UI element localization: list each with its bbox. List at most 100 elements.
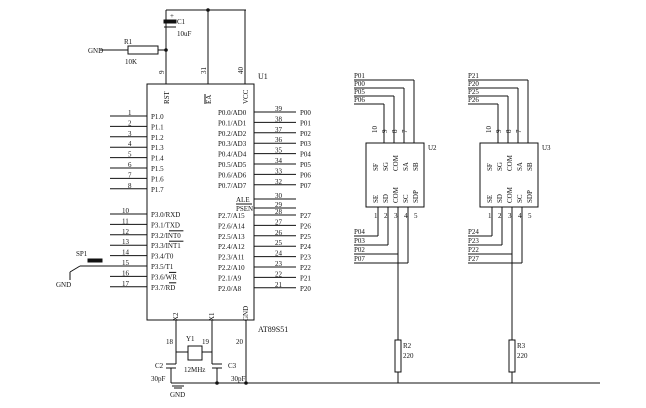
y1-ref: Y1 [186,335,195,343]
u1-p3-pin-name: P3.6/WR [151,273,177,281]
display-top-seg: SB [526,162,534,171]
gnd-bottom-label: GND [170,391,185,399]
display-top-seg: SA [402,162,410,171]
u1-part-label: AT89S51 [258,325,288,334]
display-bottom-seg: SE [486,195,494,203]
u1-p0-pin-num: 33 [275,167,283,175]
u1-bottom-pin-num: 18 [166,338,174,346]
u1-p1-pin-num: 4 [128,140,132,148]
y1-crystal [187,345,203,361]
c3-ref: C3 [228,362,237,370]
u1-p0-pin-name: P0.2/AD2 [218,130,247,138]
display-bottom-pin-num: 1 [488,212,492,220]
r1-ref: R1 [124,38,133,46]
u1-p1-pin-num: 5 [128,151,132,159]
u1-p2-net-label: P21 [300,274,311,282]
r1-body [127,45,159,55]
junction-dot [215,381,219,385]
junction-dot [164,48,168,52]
u1-p1-pin-name: P1.1 [151,123,164,131]
display-net-label: P24 [468,228,479,236]
u1-p0-pin-num: 32 [275,178,283,186]
display-bottom-pin-num: 2 [384,212,388,220]
u1-p1-pin-num: 8 [128,182,132,190]
display-resistor-ref: R2 [403,342,412,350]
display-top-seg: COM [506,154,514,171]
junction-dot [244,381,248,385]
u1-p3-pin-num: 12 [122,228,130,236]
u1-p2-net-label: P27 [300,212,311,220]
u1-p2-pin-num: 28 [275,208,283,216]
display-net-label: P27 [468,255,479,263]
c2-ref: C2 [155,362,164,370]
u1-p3-pin-num: 10 [122,207,130,215]
u1-p0-pin-name: P0.1/AD1 [218,119,247,127]
u1-p1-pin-name: P1.6 [151,175,164,183]
u1-p1-pin-name: P1.0 [151,113,164,121]
display-top-pin-num: 8 [505,129,513,133]
sp1-lever [69,265,81,273]
u1-p1-pin-name: P1.5 [151,165,164,173]
junction-dot [206,8,210,12]
display-net-label: P04 [354,228,365,236]
u1-p2-pin-name: P2.4/A12 [218,243,245,251]
u1-p0-pin-name: P0.5/AD5 [218,161,247,169]
display-bottom-seg: SD [382,194,390,203]
u1-body [146,83,255,321]
display-net-label: P07 [354,255,365,263]
u1-p0-pin-name: P0.0/AD0 [218,109,247,117]
u1-p3-pin-num: 14 [122,249,130,257]
display-top-pin-num: 10 [485,126,493,134]
display-bottom-seg: SDP [412,190,420,203]
u1-p0-pin-num: 38 [275,115,283,123]
display-bottom-seg: COM [392,186,400,203]
display-top-seg: SA [516,162,524,171]
u1-p0-net-label: P06 [300,171,311,179]
u1-p0-net-label: P07 [300,182,311,190]
display-top-seg: SF [372,163,380,171]
display-ref: U3 [542,144,551,152]
display-net-label: P02 [354,246,365,254]
display-top-pin-num: 7 [515,129,523,133]
u1-p0-pin-name: P0.7/AD7 [218,182,247,190]
u1-p3-pin-num: 11 [122,217,129,225]
display-bottom-seg: SDP [526,190,534,203]
u1-p2-pin-name: P2.3/A11 [218,254,245,262]
u1-top-pin-num: 31 [200,67,208,75]
u1-p2-net-label: P26 [300,222,311,230]
display-net-label: P23 [468,237,479,245]
display-top-pin-num: 7 [401,129,409,133]
display-bottom-pin-num: 5 [414,212,418,220]
display-top-pin-num: 9 [381,129,389,133]
c1-plus: + [170,12,174,20]
u1-ref: U1 [258,72,268,81]
u1-p0-net-label: P01 [300,119,311,127]
u1-p3-pin-num: 16 [122,269,130,277]
u1-p2-pin-num: 24 [275,250,283,258]
display-bottom-pin-num: 5 [528,212,532,220]
u1-bottom-pin-name: X1 [208,312,216,321]
u1-p1-pin-name: P1.4 [151,155,164,163]
u1-p0-net-label: P03 [300,140,311,148]
u1-p2-net-label: P24 [300,243,311,251]
u1-bottom-pin-name: X2 [172,312,180,321]
u1-p3-pin-num: 15 [122,259,130,267]
display-resistor-value: 220 [517,352,528,360]
u1-p3-pin-name: P3.1/TXD [151,221,180,229]
u1-p2-pin-name: P2.1/A9 [218,274,242,282]
display-bottom-seg: SD [496,194,504,203]
u1-ctrl-pin-num: 29 [275,201,283,209]
u1-p2-net-label: P20 [300,285,311,293]
display-bottom-seg: SC [516,194,524,203]
u1-p3-pin-name: P3.3/INT1 [151,242,181,250]
c1-value: 10uF [177,30,192,38]
u1-p0-net-label: P02 [300,130,311,138]
display-bottom-pin-num: 4 [518,212,522,220]
display-net-label: P22 [468,246,479,254]
u1-top-pin-num: 9 [158,70,166,74]
u1-p0-pin-num: 39 [275,105,283,113]
u1-p1-pin-num: 6 [128,161,132,169]
u1-p0-pin-num: 35 [275,147,283,155]
display-body [479,142,539,208]
